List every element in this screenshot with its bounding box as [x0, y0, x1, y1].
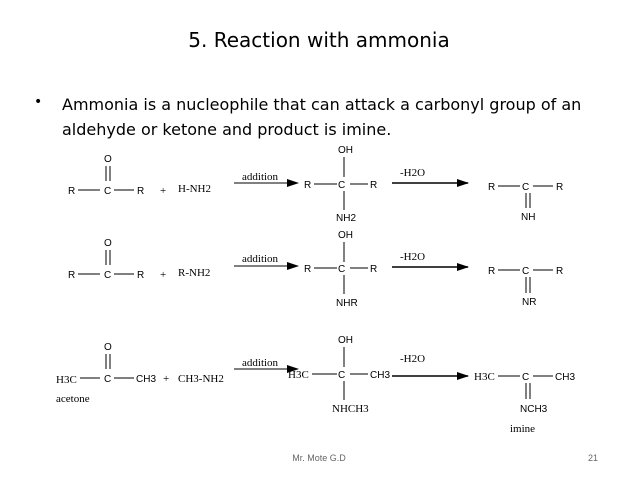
r-group-right: R: [370, 180, 377, 191]
carbon-label: C: [104, 374, 111, 385]
oxygen-label: O: [104, 342, 112, 353]
hydroxyl-label: OH: [338, 230, 353, 241]
carbon-label: C: [104, 270, 111, 281]
carbon-label: C: [104, 186, 111, 197]
r-group-right: R: [556, 182, 563, 193]
hydroxyl-label: OH: [338, 145, 353, 156]
plus-sign: +: [160, 185, 166, 197]
row2-intermediate: OH R C R NHR: [304, 230, 377, 309]
dehydration-label: -H2O: [400, 353, 425, 365]
carbon-label: C: [338, 370, 345, 381]
row2-reactant-carbonyl: O R C R: [68, 238, 144, 281]
row1-reactant-carbonyl: O R C R: [68, 154, 144, 197]
row3-product-imine: H3C C CH3 NCH3 imine: [474, 371, 575, 435]
slide-title: 5. Reaction with ammonia: [188, 28, 450, 52]
hydroxyl-label: OH: [338, 335, 353, 346]
carbon-label: C: [522, 182, 529, 193]
addition-label: addition: [242, 357, 279, 369]
row1-product: R C R NH: [488, 182, 563, 223]
r-group-left: R: [68, 270, 75, 281]
acetone-label: acetone: [56, 393, 90, 405]
r-group-left: R: [304, 180, 311, 191]
oxygen-label: O: [104, 238, 112, 249]
row3-reagent: CH3-NH2: [178, 373, 224, 385]
addition-label: addition: [242, 253, 279, 265]
carbon-label: C: [338, 264, 345, 275]
methyl-group-left: H3C: [288, 369, 309, 381]
r-group-right: R: [556, 266, 563, 277]
dehydration-label: -H2O: [400, 167, 425, 179]
imine-nitrogen-label: NR: [522, 297, 536, 308]
carbon-label: C: [522, 372, 529, 383]
r-group-left: R: [488, 266, 495, 277]
amino-label: NH2: [336, 213, 356, 224]
r-group-right: R: [370, 264, 377, 275]
methyl-group-right: CH3: [370, 370, 390, 381]
imine-label: imine: [510, 423, 535, 435]
row2-product: R C R NR: [488, 266, 563, 308]
methyl-group-right: CH3: [555, 372, 575, 383]
r-group-left: R: [488, 182, 495, 193]
methyl-group-left: H3C: [56, 374, 77, 386]
row3-reactant-acetone: O H3C C CH3 acetone: [56, 342, 156, 405]
methylamino-label: NHCH3: [332, 403, 369, 415]
plus-sign: +: [163, 373, 169, 385]
oxygen-label: O: [104, 154, 112, 165]
row1-reagent: H-NH2: [178, 183, 211, 195]
r-group-right: R: [137, 186, 144, 197]
footer-author: Mr. Mote G.D: [292, 453, 346, 463]
imine-nitrogen-label: NH: [521, 212, 535, 223]
bullet-text: Ammonia is a nucleophile that can attack…: [62, 95, 582, 139]
addition-label: addition: [242, 171, 279, 183]
row3-intermediate: OH H3C C CH3 NHCH3: [288, 335, 390, 415]
plus-sign: +: [160, 269, 166, 281]
methyl-group-right: CH3: [136, 374, 156, 385]
imine-nitrogen-label: NCH3: [520, 404, 548, 415]
amino-label: NHR: [336, 298, 358, 309]
bullet-marker: •: [34, 94, 43, 110]
methyl-group-left: H3C: [474, 371, 495, 383]
r-group-left: R: [304, 264, 311, 275]
carbon-label: C: [522, 266, 529, 277]
r-group-right: R: [137, 270, 144, 281]
carbon-label: C: [338, 180, 345, 191]
row2-reagent: R-NH2: [178, 267, 210, 279]
page-number: 21: [588, 453, 599, 463]
dehydration-label: -H2O: [400, 251, 425, 263]
row1-intermediate: OH R C R NH2: [304, 145, 377, 224]
r-group-left: R: [68, 186, 75, 197]
